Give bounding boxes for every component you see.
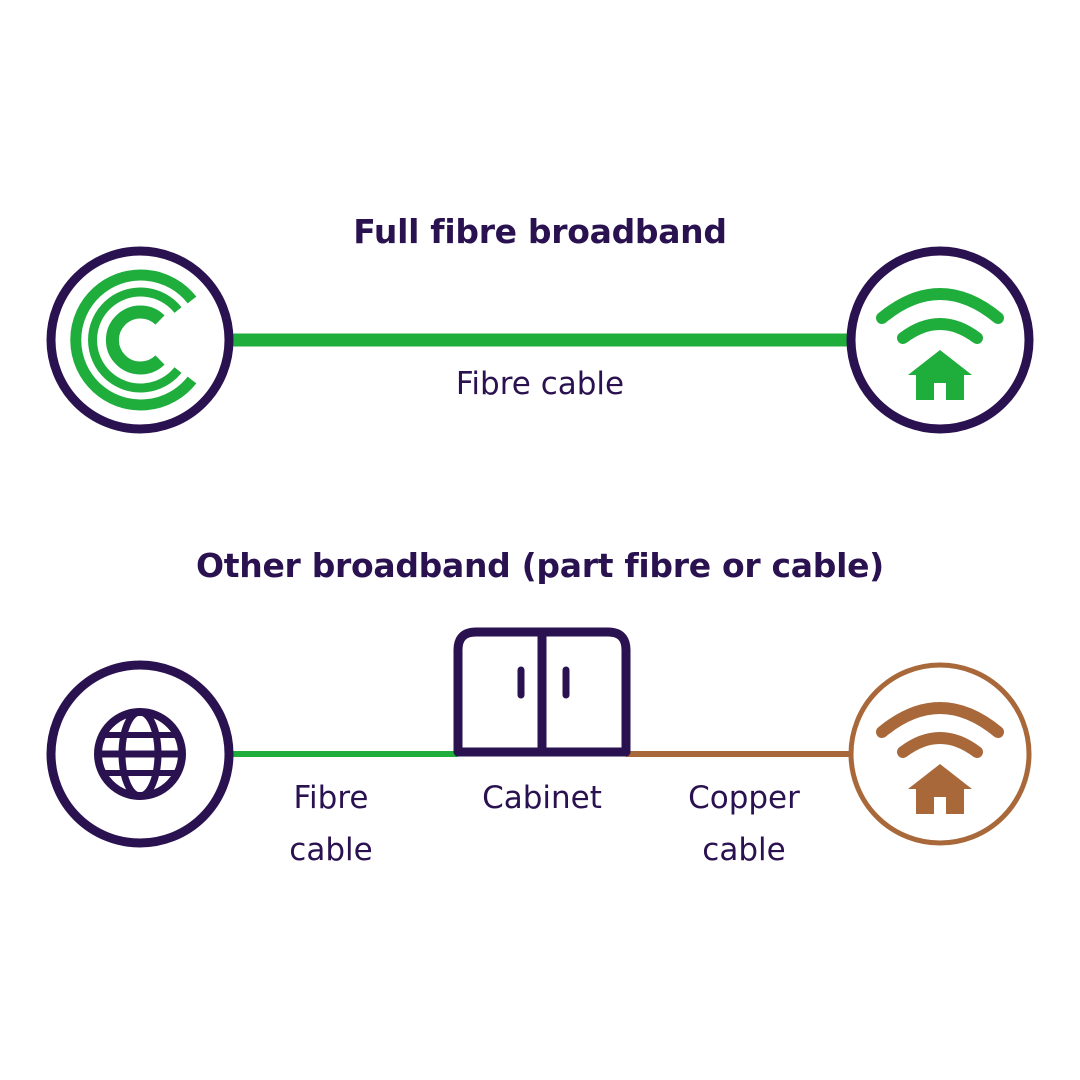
fibre-cable-label-line2: cable <box>289 832 373 868</box>
cabinet-label: Cabinet <box>482 780 602 816</box>
globe-icon <box>46 660 234 848</box>
full-fibre-title: Full fibre broadband <box>353 212 727 251</box>
copper-cable-label-line2: cable <box>702 832 786 868</box>
provider-logo-icon <box>46 246 234 434</box>
fibre-cable-label-line1: Fibre <box>293 780 369 816</box>
other-broadband-title: Other broadband (part fibre or cable) <box>196 546 884 585</box>
full-fibre-cable-label: Fibre cable <box>455 366 625 402</box>
fibre-cable-label: Fibre cable <box>231 772 431 876</box>
copper-cable-label: Copper cable <box>644 772 844 876</box>
cabinet-icon <box>453 627 631 757</box>
copper-cable-label-line1: Copper <box>688 780 800 816</box>
home-wifi-icon <box>846 246 1034 434</box>
home-wifi-copper-icon <box>848 662 1032 846</box>
